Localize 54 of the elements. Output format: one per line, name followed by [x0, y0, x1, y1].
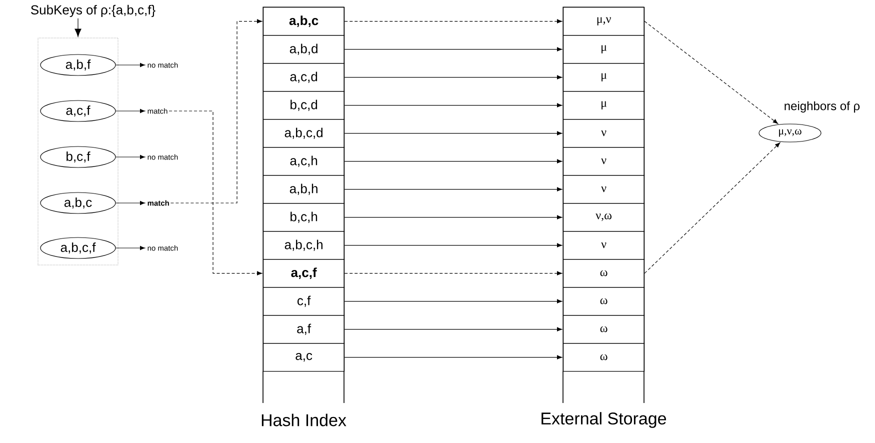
arrow [74, 18, 82, 37]
arrow [116, 108, 146, 114]
arrow [116, 62, 146, 68]
table-cell: a,c,d [263, 63, 345, 92]
table-cell: ν [563, 174, 645, 204]
table-cell: ν [563, 119, 645, 148]
arrow [344, 131, 562, 136]
table-cell: a,b,h [263, 174, 345, 204]
arrow [344, 103, 562, 108]
arrow [116, 246, 146, 250]
table-cell: μ [563, 91, 645, 120]
table-cell: a,b,d [263, 35, 345, 64]
arrow [168, 110, 262, 276]
empty-cell [262, 370, 344, 404]
table-cell: a,b,c,h [263, 230, 345, 260]
arrow [344, 159, 562, 164]
arrow [344, 75, 562, 80]
table-cell: a,c,h [263, 147, 345, 176]
arrow [344, 271, 562, 276]
table-cell: b,c,h [263, 203, 345, 232]
arrow [344, 355, 562, 360]
arrow [116, 200, 146, 206]
arrow [644, 142, 780, 274]
table-cell: a,c [263, 343, 345, 372]
empty-cell [562, 370, 644, 404]
table-cell: ν,ω [563, 203, 645, 232]
table-cell: c,f [263, 287, 345, 316]
arrow [116, 154, 146, 160]
table-cell: ω [563, 287, 645, 316]
arrow [344, 327, 562, 332]
table-cell: μ [563, 63, 645, 92]
table-cell: μ,ν [563, 7, 645, 36]
arrow [344, 299, 562, 304]
table-cell: a,c,f [263, 259, 345, 288]
table-cell: a,b,c [263, 7, 345, 36]
arrow [344, 243, 562, 248]
table-cell: a,b,c,d [263, 119, 345, 148]
arrow [344, 215, 562, 220]
dotted-frame [38, 38, 118, 266]
arrow [344, 187, 562, 192]
table-cell: ν [563, 230, 645, 260]
arrow [644, 21, 778, 124]
arrow [344, 19, 562, 24]
annotation-text: neighbors of ρ [784, 101, 860, 113]
table-cell: a,f [263, 315, 345, 344]
heading: SubKeys of ρ:{a,b,c,f} [31, 4, 156, 18]
arrow [344, 47, 562, 52]
table-cell: ω [563, 315, 645, 344]
table-cell: ω [563, 259, 645, 288]
table-cell: ν [563, 147, 645, 176]
table-cell: μ [563, 35, 645, 64]
arrow [170, 19, 262, 204]
table-cell: ω [563, 343, 645, 372]
table-cell: b,c,d [263, 91, 345, 120]
